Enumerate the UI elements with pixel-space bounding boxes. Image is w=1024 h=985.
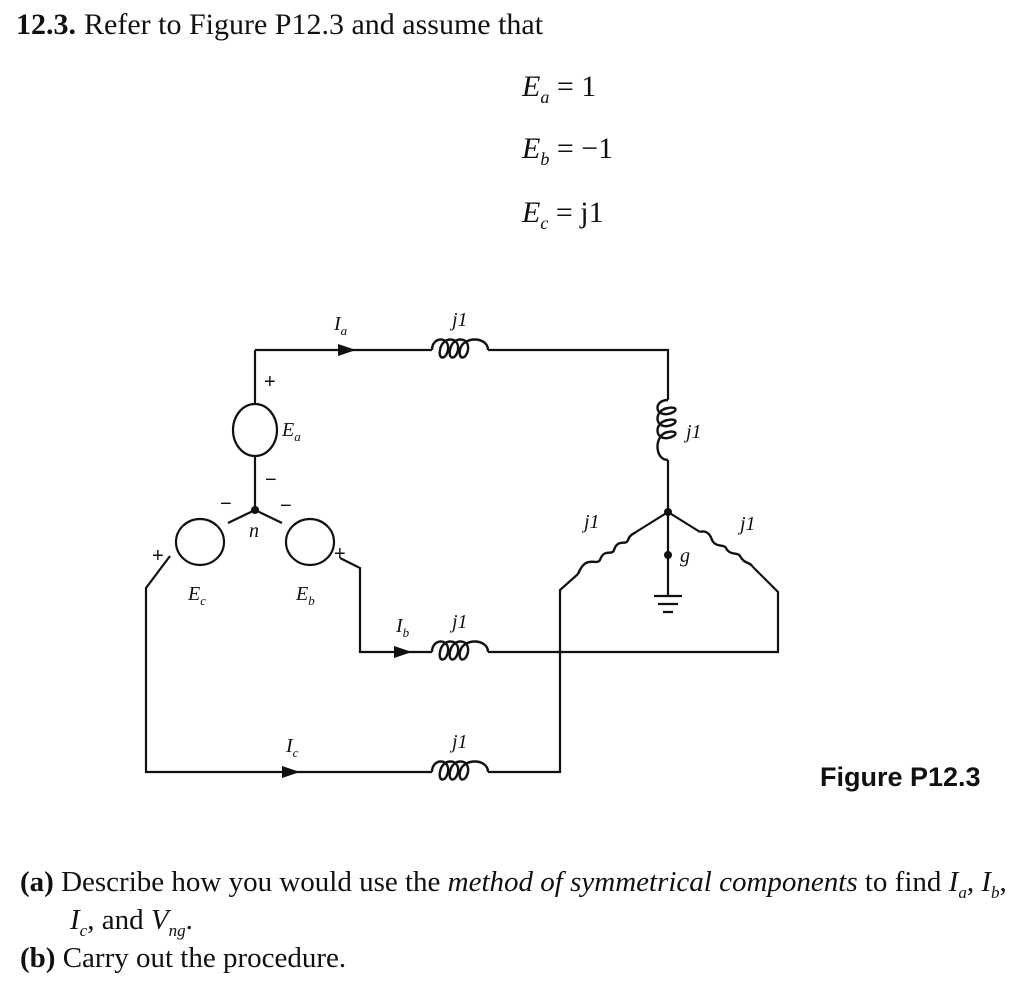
source-eb bbox=[284, 517, 336, 567]
label-ea: Ea bbox=[281, 419, 301, 444]
sign-eb-plus: + bbox=[334, 543, 346, 565]
part-a: (a) Describe how you would use the metho… bbox=[20, 866, 1007, 902]
part-b: (b) Carry out the procedure. bbox=[20, 942, 347, 974]
label-ec: Ec bbox=[187, 583, 206, 608]
label-ib: Ib bbox=[395, 615, 410, 640]
equation-ec: Ec = j1 bbox=[522, 196, 604, 233]
sign-ec-plus: + bbox=[152, 545, 164, 567]
label-j1-load-c: j1 bbox=[581, 511, 600, 533]
label-eb: Eb bbox=[295, 583, 315, 608]
wire-a-line bbox=[253, 348, 670, 512]
label-j1-load-a: j1 bbox=[683, 421, 702, 443]
source-ec bbox=[174, 517, 226, 567]
figure-caption: Figure P12.3 bbox=[820, 762, 981, 792]
label-n: n bbox=[249, 520, 259, 542]
equation-ea: Ea = 1 bbox=[522, 70, 597, 107]
label-j1-b: j1 bbox=[449, 611, 468, 633]
equation-eb: Eb = −1 bbox=[522, 132, 614, 169]
inductor-load-a bbox=[656, 398, 677, 462]
node-g bbox=[664, 551, 672, 559]
problem-intro: Refer to Figure P12.3 and assume that bbox=[84, 8, 544, 41]
inductor-a bbox=[430, 338, 490, 359]
sign-eb-minus: − bbox=[280, 495, 292, 517]
label-j1-a: j1 bbox=[449, 309, 468, 331]
node-wye-center bbox=[664, 508, 672, 516]
label-g: g bbox=[680, 545, 690, 567]
label-j1-c: j1 bbox=[449, 731, 468, 753]
arrow-ib bbox=[394, 646, 412, 658]
problem-number: 12.3. bbox=[16, 8, 76, 41]
ground-symbol bbox=[654, 594, 682, 614]
inductor-load-b bbox=[699, 530, 754, 567]
sign-ec-minus: − bbox=[220, 493, 232, 515]
arrow-ic bbox=[282, 766, 300, 778]
label-ic: Ic bbox=[285, 735, 299, 760]
part-a-continued: Ic, and Vng. bbox=[70, 904, 193, 940]
node-n bbox=[251, 506, 259, 514]
sign-ea-plus: + bbox=[264, 371, 276, 393]
source-ea bbox=[231, 402, 279, 458]
sign-ea-minus: − bbox=[265, 469, 277, 491]
label-ia: Ia bbox=[333, 313, 348, 338]
arrow-ia bbox=[338, 344, 356, 356]
inductor-load-c bbox=[576, 531, 637, 575]
inductor-c bbox=[430, 760, 490, 781]
label-j1-load-b: j1 bbox=[737, 513, 756, 535]
inductor-b bbox=[430, 640, 490, 661]
